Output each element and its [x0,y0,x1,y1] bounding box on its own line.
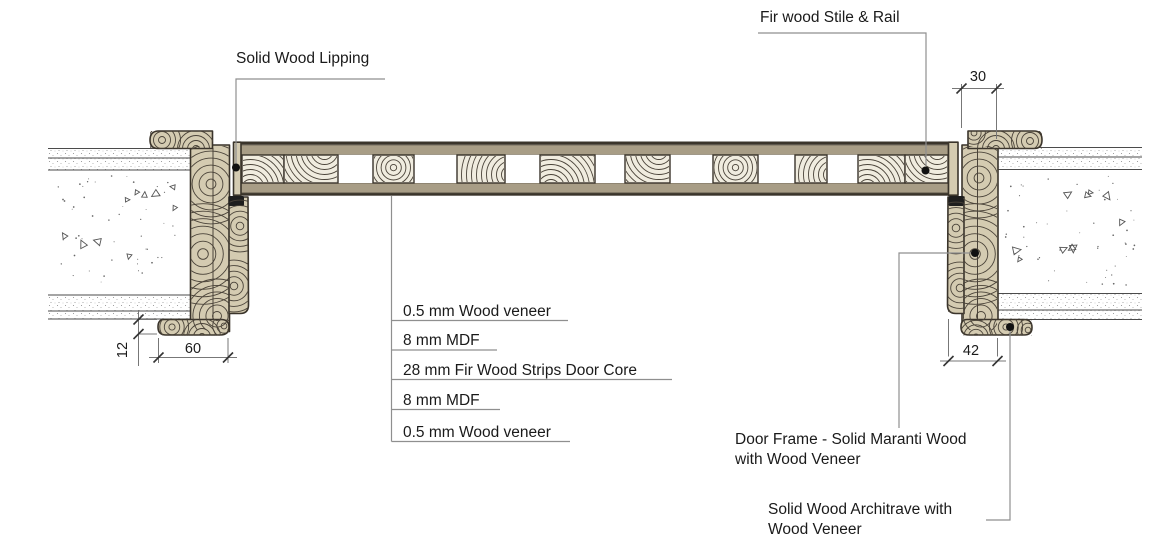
layer-label-veneer-bottom: 0.5 mm Wood veneer [403,423,551,441]
door-stop [228,196,250,315]
wood-grain [948,131,1042,336]
grain-group [626,156,669,182]
fir-wood-core-strips [241,154,949,184]
mdf-bottom [240,182,949,194]
top-architrave [967,130,1043,150]
grain-group [229,199,248,313]
lipping-label: Solid Wood Lipping [236,50,370,67]
wood-grain [150,131,248,336]
lipping-leader-dot [232,163,240,172]
grain-group [714,156,757,182]
grain-group [948,201,964,313]
mdf-top [240,144,949,156]
leader-lines [232,32,1014,521]
veneer-skin-top [233,142,958,145]
layer-label-mdf-bottom: 8 mm MDF [403,391,480,409]
dimension-lines [132,82,1006,367]
right-lipping [947,141,959,196]
grain-group [859,156,904,182]
layer-label-veneer-top: 0.5 mm Wood veneer [403,302,551,320]
door-frame-leader [898,252,975,428]
right-door-frame [946,130,1043,336]
grain-group [374,156,413,182]
door-frame-label: Door Frame - Solid Maranti Wood with Woo… [735,431,967,468]
grain-group [963,146,997,330]
core-wood-strip [456,154,506,184]
rubber-seal [228,196,244,206]
rubber-seal [948,196,964,206]
grain-group [541,156,594,182]
stile-leader [758,32,927,166]
core-wood-strip [712,154,759,184]
dim-60: 60 [184,341,202,357]
left-wall [48,148,191,320]
dim-12: 12 [115,341,131,359]
grain-group [158,319,229,336]
grain-group [191,146,229,330]
grain-group [150,131,213,149]
grain-group [285,156,337,182]
lipping-leader [235,78,385,164]
stile-leader-dot [921,166,930,175]
core-wood-strip [794,154,828,184]
grain-group [906,156,947,182]
grain-group [798,156,826,182]
grain-group [243,156,283,182]
door-leaf [232,141,959,196]
top-architrave [149,130,214,150]
concrete-hatch [1004,175,1136,286]
architrave-label: Solid Wood Architrave with Wood Veneer [768,501,953,538]
architrave-leader [986,330,1011,521]
concrete-hatch [57,175,179,283]
dim-42: 42 [962,343,980,359]
veneer-skin-bottom [233,192,958,196]
door-frame-leader-dot [971,249,979,257]
dim-30: 30 [969,69,987,85]
right-wall [998,147,1142,320]
layer-label-mdf-top: 8 mm MDF [403,332,480,349]
architrave-leader-dot [1006,323,1014,331]
left-door-frame [149,130,250,336]
layer-label-core: 28 mm Fir Wood Strips Door Core [403,361,637,379]
stile-rail-label: Fir wood Stile & Rail [760,9,900,26]
grain-group [461,156,504,182]
